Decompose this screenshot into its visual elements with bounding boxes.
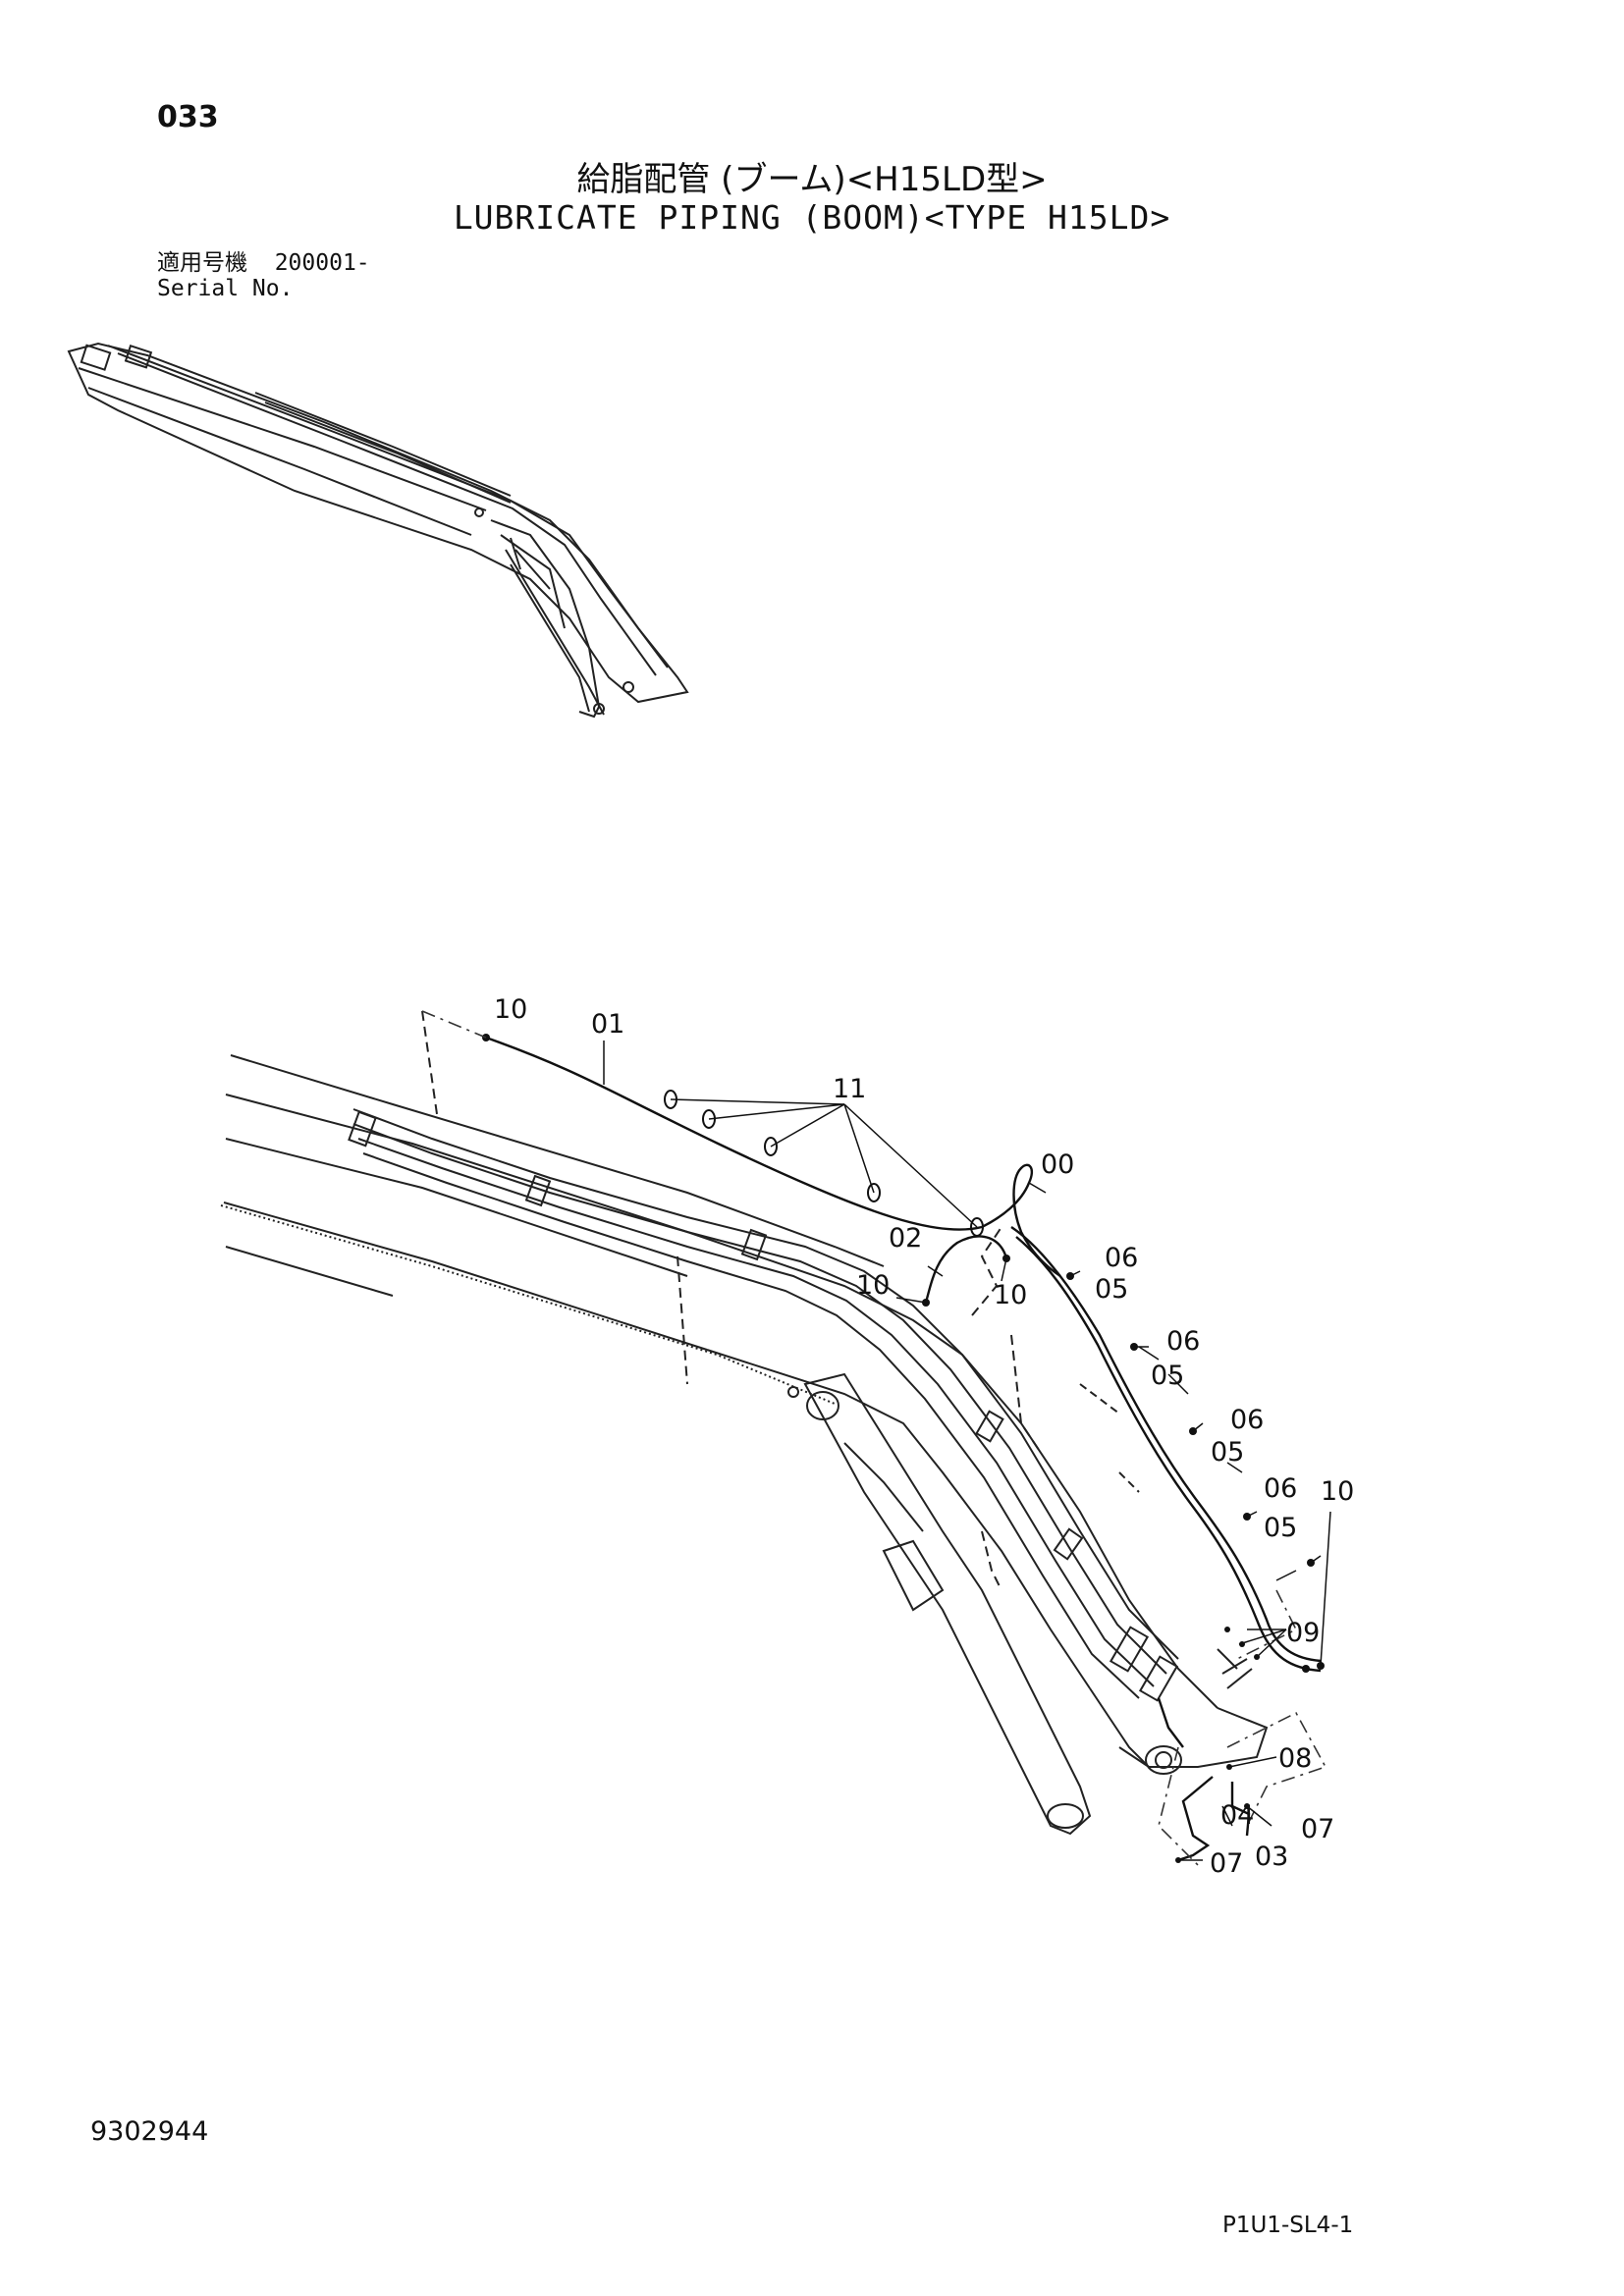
- lubricate-hoses: [485, 1036, 1322, 1862]
- serial-row-jp: 適用号機 200001-: [157, 250, 370, 276]
- hose-main-run: [1010, 1226, 1322, 1663]
- callout-06: 06: [1264, 1473, 1297, 1504]
- callout-07: 07: [1301, 1814, 1334, 1844]
- callout-11: 11: [833, 1074, 866, 1104]
- document-number: 9302944: [90, 2116, 209, 2147]
- callout-10: 10: [1321, 1476, 1354, 1507]
- callout-10: 10: [994, 1280, 1027, 1310]
- hose-main-run-b: [1015, 1236, 1322, 1673]
- hose-00-loop: [981, 1163, 1061, 1277]
- callout-10: 10: [494, 994, 527, 1025]
- callout-06: 06: [1166, 1326, 1200, 1357]
- page-number: 033: [157, 100, 219, 134]
- callout-01: 01: [591, 1009, 624, 1040]
- serial-label-jp: 適用号機: [157, 250, 247, 276]
- phantom-outlines: [421, 1010, 1327, 1866]
- serial-label-en: Serial No.: [157, 276, 294, 301]
- callout-05: 05: [1264, 1513, 1297, 1543]
- callout-05: 05: [1151, 1361, 1184, 1391]
- callout-02: 02: [889, 1223, 922, 1254]
- serial-value: 200001-: [274, 250, 370, 276]
- callout-08: 08: [1278, 1743, 1312, 1774]
- leader-lines: [603, 1041, 1331, 1861]
- clamp-bands: [664, 1090, 984, 1237]
- title-japanese: 給脂配管 (ブーム)<H15LD型>: [576, 160, 1048, 199]
- hose-02: [924, 1235, 1008, 1304]
- boom-structure: [220, 1010, 1269, 1836]
- hose-03: [1230, 1782, 1251, 1837]
- callout-03: 03: [1255, 1842, 1288, 1872]
- callout-09: 09: [1286, 1618, 1320, 1648]
- callout-05: 05: [1095, 1274, 1128, 1305]
- serial-block: 適用号機 200001- Serial No.: [157, 250, 370, 301]
- title-english: LUBRICATE PIPING (BOOM)<TYPE H15LD>: [453, 198, 1171, 237]
- callout-06: 06: [1105, 1243, 1138, 1273]
- callout-00: 00: [1041, 1149, 1074, 1180]
- page-code: P1U1-SL4-1: [1222, 2213, 1354, 2238]
- overview-boom-illustration: [67, 342, 689, 719]
- callout-labels: 10 01 11 00 02 10 10 06 05 06 05 06 05 0…: [494, 994, 1354, 1879]
- callout-04: 04: [1220, 1800, 1254, 1831]
- callout-05: 05: [1211, 1437, 1244, 1468]
- callout-10: 10: [856, 1270, 890, 1301]
- callout-07: 07: [1210, 1848, 1243, 1879]
- callout-06: 06: [1230, 1405, 1264, 1435]
- hose-04: [1177, 1776, 1214, 1862]
- hose-01: [485, 1036, 983, 1231]
